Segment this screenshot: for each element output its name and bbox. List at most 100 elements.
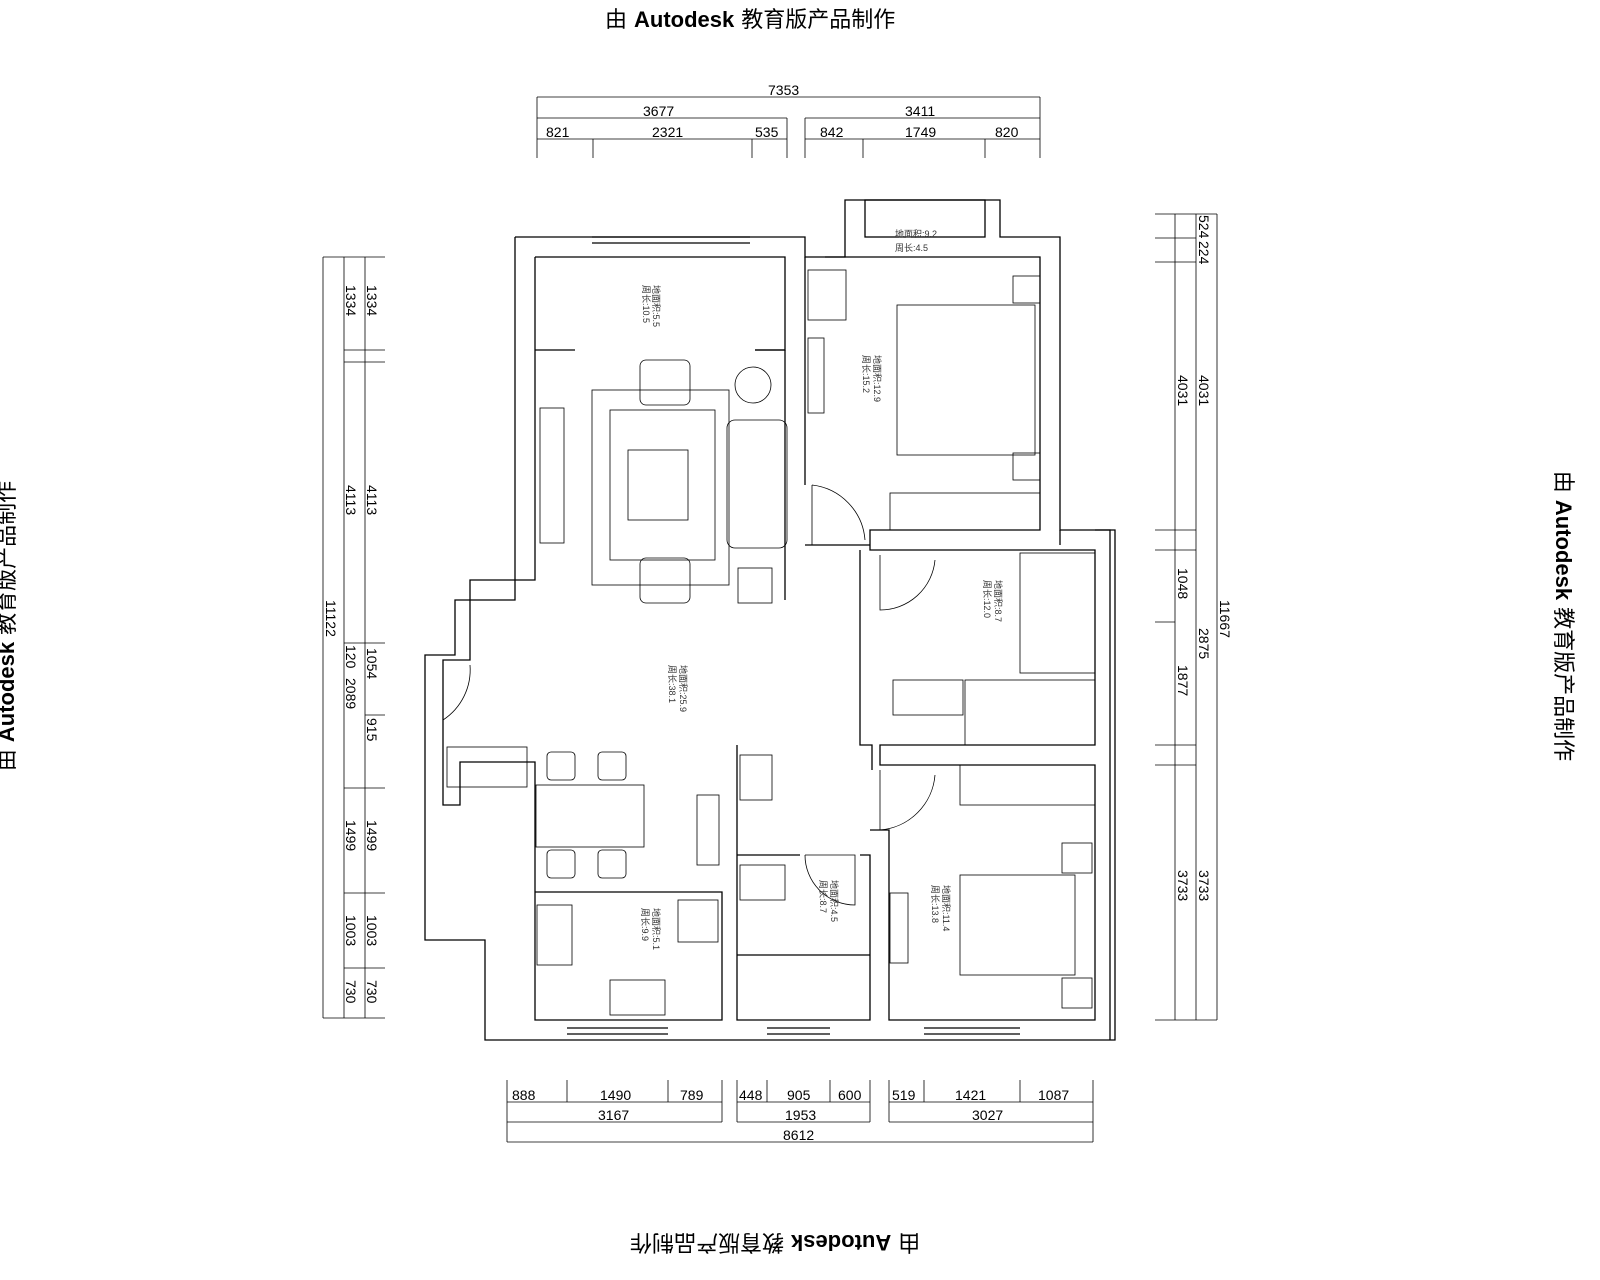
round-table <box>734 366 772 404</box>
fridge <box>677 899 719 943</box>
wardrobe <box>889 492 1041 531</box>
wardrobe-side-2 <box>889 892 909 964</box>
sink <box>609 979 666 1016</box>
room-perimeter: 周长:10.5 <box>641 285 652 323</box>
dim-label: 4031 <box>1196 375 1212 406</box>
walls <box>424 199 1116 1041</box>
dim-label: 1054 <box>364 648 380 679</box>
dim-label: 600 <box>838 1087 862 1103</box>
dim-label: 1490 <box>600 1087 631 1103</box>
dim-label: 524 <box>1196 215 1212 239</box>
room-labels: 地面积:5.5 周长:10.5 地面积:9.2 周长:4.5 地面积:12.9 … <box>640 228 1004 950</box>
right-dimensions: 524 224 4031 2875 3733 11667 4031 1048 1… <box>1155 213 1233 1021</box>
wardrobe-side <box>807 337 825 414</box>
shoe-cabinet <box>446 746 528 788</box>
dim-bottom-total: 8612 <box>783 1127 814 1143</box>
dim-label: 3027 <box>972 1107 1003 1123</box>
room-area: 地面积:12.9 <box>872 355 883 402</box>
bedroom2-door <box>879 770 936 831</box>
dim-label: 2089 <box>343 678 359 709</box>
study-desk <box>892 679 964 716</box>
dim-label: 3167 <box>598 1107 629 1123</box>
stove <box>536 904 573 966</box>
room-area: 地面积:8.7 <box>993 580 1004 622</box>
dim-label: 1048 <box>1175 568 1191 599</box>
dim-label: 4113 <box>364 485 380 515</box>
bedroom-door <box>811 484 866 545</box>
room-perimeter: 周长:15.2 <box>861 355 872 393</box>
dim-label: 821 <box>546 124 570 140</box>
doors <box>442 484 936 906</box>
dim-label: 888 <box>512 1087 536 1103</box>
armchair <box>639 359 691 406</box>
dim-label: 789 <box>680 1087 704 1103</box>
dim-label: 1749 <box>905 124 936 140</box>
dim-label: 3733 <box>1175 870 1191 901</box>
dim-top-right-group: 3411 <box>905 103 935 119</box>
dim-label: 1334 <box>364 285 380 316</box>
watermark-suffix: 教育版产品制作 <box>741 8 896 33</box>
dim-label: 915 <box>364 718 380 742</box>
bed-2 <box>959 874 1076 976</box>
dim-label: 730 <box>364 980 380 1004</box>
bathroom-door <box>804 854 856 906</box>
room-perimeter: 周长:4.5 <box>895 242 928 253</box>
dim-label: 1499 <box>364 820 380 851</box>
dim-label: 2321 <box>652 124 683 140</box>
dim-label: 4113 <box>343 485 359 515</box>
dim-right-total: 11667 <box>1217 600 1233 638</box>
tv-cabinet <box>539 407 565 544</box>
bottom-dimensions: 888 1490 789 448 905 600 519 1421 1087 3… <box>506 1080 1094 1143</box>
dim-label: 1087 <box>1038 1087 1069 1103</box>
room-area: 地面积:5.5 <box>651 285 662 327</box>
dim-label: 730 <box>343 980 359 1004</box>
room-area: 地面积:5.1 <box>651 908 662 950</box>
top-dimensions: 7353 3677 3411 821 2321 535 842 1749 820 <box>536 82 1041 158</box>
dim-label: 1953 <box>785 1107 816 1123</box>
toilet <box>739 864 786 901</box>
dim-label: 224 <box>1196 241 1212 265</box>
coffee-table-pattern <box>609 409 716 561</box>
dim-label: 1499 <box>343 820 359 851</box>
furniture <box>446 269 1096 1016</box>
desk <box>807 269 847 321</box>
dim-label: 905 <box>787 1087 811 1103</box>
dim-label: 535 <box>755 124 779 140</box>
dim-label: 3733 <box>1196 870 1212 901</box>
left-dimensions: 11122 1334 4113 2089 1499 1003 730 1334 … <box>322 256 385 1019</box>
dim-left-total: 11122 <box>323 600 339 637</box>
room-perimeter: 周长:8.7 <box>818 880 829 913</box>
side-table <box>737 567 773 604</box>
double-bed <box>896 304 1036 456</box>
room-area: 地面积:9.2 <box>895 228 937 239</box>
room-perimeter: 周长:38.1 <box>667 665 678 703</box>
sofa <box>726 419 788 549</box>
watermark-top: 由 Autodesk 教育版产品制作 <box>605 2 895 34</box>
dim-label: 1877 <box>1175 665 1191 696</box>
tatami <box>1019 552 1096 674</box>
room-area: 地面积:25.9 <box>678 665 689 712</box>
dim-label: 4031 <box>1175 375 1191 406</box>
room-perimeter: 周长:12.0 <box>982 580 993 618</box>
wash-basin <box>739 754 773 801</box>
watermark-brand: Autodesk <box>634 7 735 32</box>
dim-label: 842 <box>820 124 844 140</box>
dim-top-total: 7353 <box>768 82 799 98</box>
room-area: 地面积:11.4 <box>941 885 952 931</box>
dim-label: 1334 <box>343 285 359 316</box>
entry-door <box>442 660 471 721</box>
study-door <box>879 555 936 611</box>
wardrobe-2 <box>959 764 1096 806</box>
dining-table <box>535 784 645 848</box>
watermark-prefix: 由 <box>605 8 628 33</box>
dim-label: 120 <box>343 645 359 669</box>
armchair <box>639 557 691 604</box>
study-cabinet <box>964 679 1096 746</box>
room-perimeter: 周长:13.8 <box>930 885 941 923</box>
dim-label: 519 <box>892 1087 916 1103</box>
room-perimeter: 周长:9.9 <box>640 908 651 941</box>
dim-label: 1003 <box>343 915 359 946</box>
room-area: 地面积:4.5 <box>829 880 840 922</box>
dim-label: 2875 <box>1196 628 1212 659</box>
